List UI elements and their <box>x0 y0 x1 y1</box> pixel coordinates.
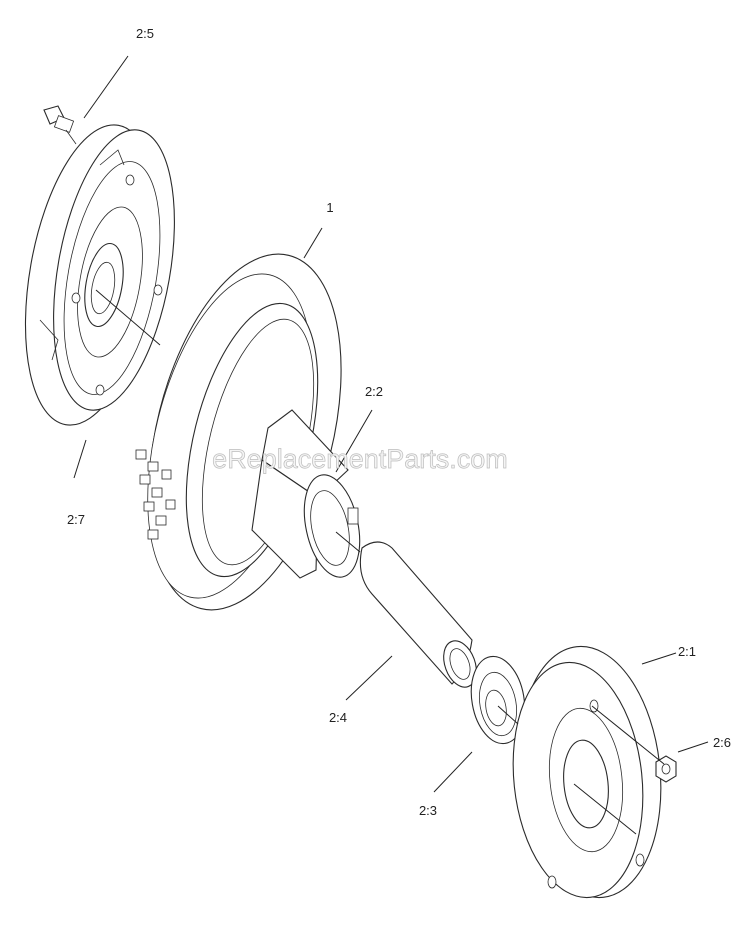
tire-tread <box>135 449 176 540</box>
hub-half-part-2-7[interactable] <box>5 115 194 436</box>
callout-2-3: 2:3 <box>419 803 437 818</box>
nut-part-2-6[interactable] <box>655 755 677 783</box>
callout-2-5: 2:5 <box>136 26 154 41</box>
bearing-part-2-3[interactable] <box>465 652 531 748</box>
callout-1: 1 <box>326 200 333 215</box>
callout-2-7: 2:7 <box>67 512 85 527</box>
leader-lines <box>73 55 709 835</box>
callout-2-6: 2:6 <box>713 735 731 750</box>
watermark-text: eReplacementParts.com <box>212 444 508 474</box>
axle-housing-part-2-2[interactable] <box>251 409 368 582</box>
callout-2-1: 2:1 <box>678 644 696 659</box>
bolt-part-2-5[interactable] <box>43 105 77 145</box>
hub-half-part-2-1[interactable] <box>502 639 673 904</box>
callout-2-2: 2:2 <box>365 384 383 399</box>
spacer-tube-part-2-4[interactable] <box>359 541 482 692</box>
callout-2-4: 2:4 <box>329 710 347 725</box>
